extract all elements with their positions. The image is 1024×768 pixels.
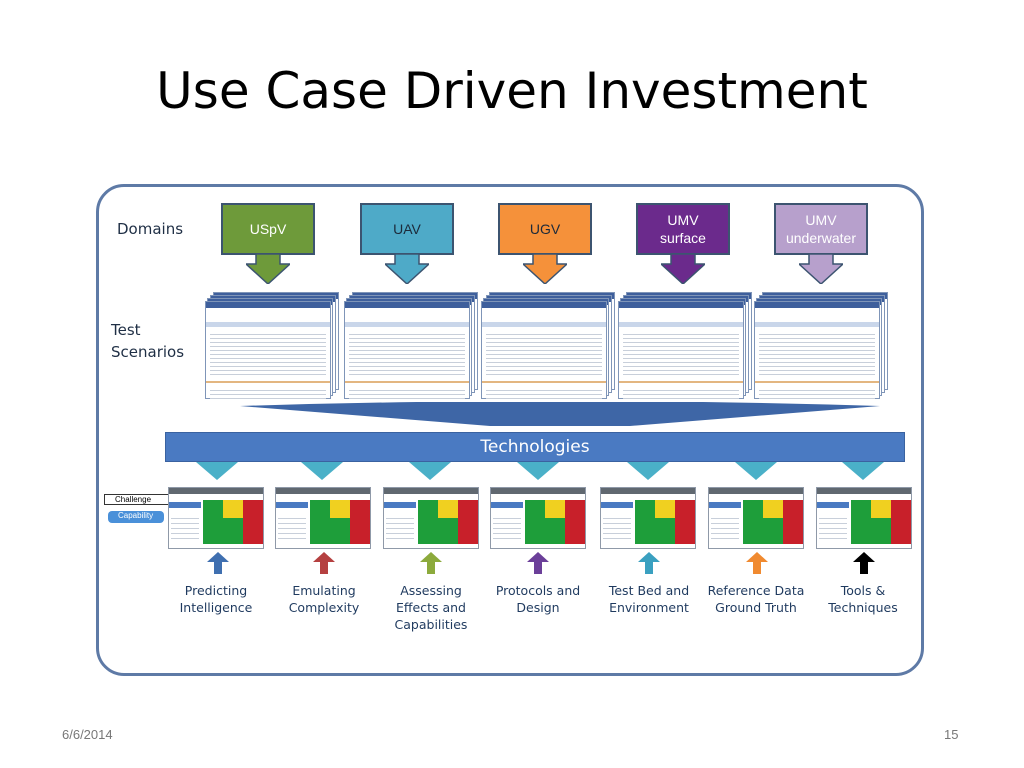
slide-title: Use Case Driven Investment: [156, 62, 868, 120]
scenario-stack: [754, 292, 888, 401]
tech-label-tools-techniques: Tools & Techniques: [828, 583, 898, 615]
down-arrow-icon: [661, 254, 705, 284]
down-triangle-icon: [627, 462, 669, 480]
down-arrow-icon: [385, 254, 429, 284]
technologies-label: Technologies: [480, 437, 590, 457]
down-arrow-icon: [246, 254, 290, 284]
domain-box-umv-underwater: UMV underwater: [774, 203, 868, 255]
up-arrow-icon: [527, 552, 549, 574]
tech-label-reference-data: Reference Data Ground Truth: [707, 583, 805, 615]
domain-box-umv-surface: UMV surface: [636, 203, 730, 255]
test-row-label: Test: [111, 321, 141, 339]
up-arrow-icon: [313, 552, 335, 574]
scenario-stack: [344, 292, 478, 401]
legend-challenge: Challenge: [104, 494, 174, 505]
down-triangle-icon: [196, 462, 238, 480]
tech-label-assessing-effects: Assessing Effects and Capabilities: [394, 583, 468, 632]
scenario-stack: [618, 292, 752, 401]
domain-label: UMV surface: [660, 212, 706, 246]
tech-label-protocols-design: Protocols and Design: [495, 583, 581, 615]
tech-label-predicting-intelligence: Predicting Intelligence: [179, 583, 253, 615]
domain-label: UAV: [393, 221, 421, 237]
capability-matrix: [383, 487, 479, 549]
capability-matrix: [816, 487, 912, 549]
domain-label: UMV underwater: [785, 212, 857, 246]
domain-box-ugv: UGV: [498, 203, 592, 255]
domain-box-uav: UAV: [360, 203, 454, 255]
capability-matrix: [490, 487, 586, 549]
up-arrow-icon: [746, 552, 768, 574]
capability-matrix: [600, 487, 696, 549]
down-triangle-icon: [517, 462, 559, 480]
tech-label-emulating-complexity: Emulating Complexity: [288, 583, 360, 615]
scenario-stack: [481, 292, 615, 401]
down-triangle-icon: [409, 462, 451, 480]
domain-label: UGV: [529, 221, 561, 237]
down-triangle-icon: [842, 462, 884, 480]
domain-label: USpV: [249, 221, 287, 237]
converge-funnel: [240, 402, 880, 426]
slide-date: 6/6/2014: [62, 727, 113, 742]
capability-matrix: [275, 487, 371, 549]
scenarios-row-label: Scenarios: [111, 343, 185, 361]
up-arrow-icon: [853, 552, 875, 574]
down-triangle-icon: [301, 462, 343, 480]
tech-label-test-bed: Test Bed and Environment: [608, 583, 690, 615]
down-arrow-icon: [523, 254, 567, 284]
up-arrow-icon: [638, 552, 660, 574]
domain-box-uspv: USpV: [221, 203, 315, 255]
capability-matrix: [708, 487, 804, 549]
scenario-stack: [205, 292, 339, 401]
diagram-frame: [96, 184, 924, 676]
down-arrow-icon: [799, 254, 843, 284]
down-triangle-icon: [735, 462, 777, 480]
domains-row-label: Domains: [117, 220, 184, 238]
legend-capability: Capability: [108, 511, 164, 523]
up-arrow-icon: [207, 552, 229, 574]
capability-matrix: [168, 487, 264, 549]
up-arrow-icon: [420, 552, 442, 574]
slide-page-number: 15: [944, 727, 959, 742]
technologies-bar: Technologies: [165, 432, 905, 462]
